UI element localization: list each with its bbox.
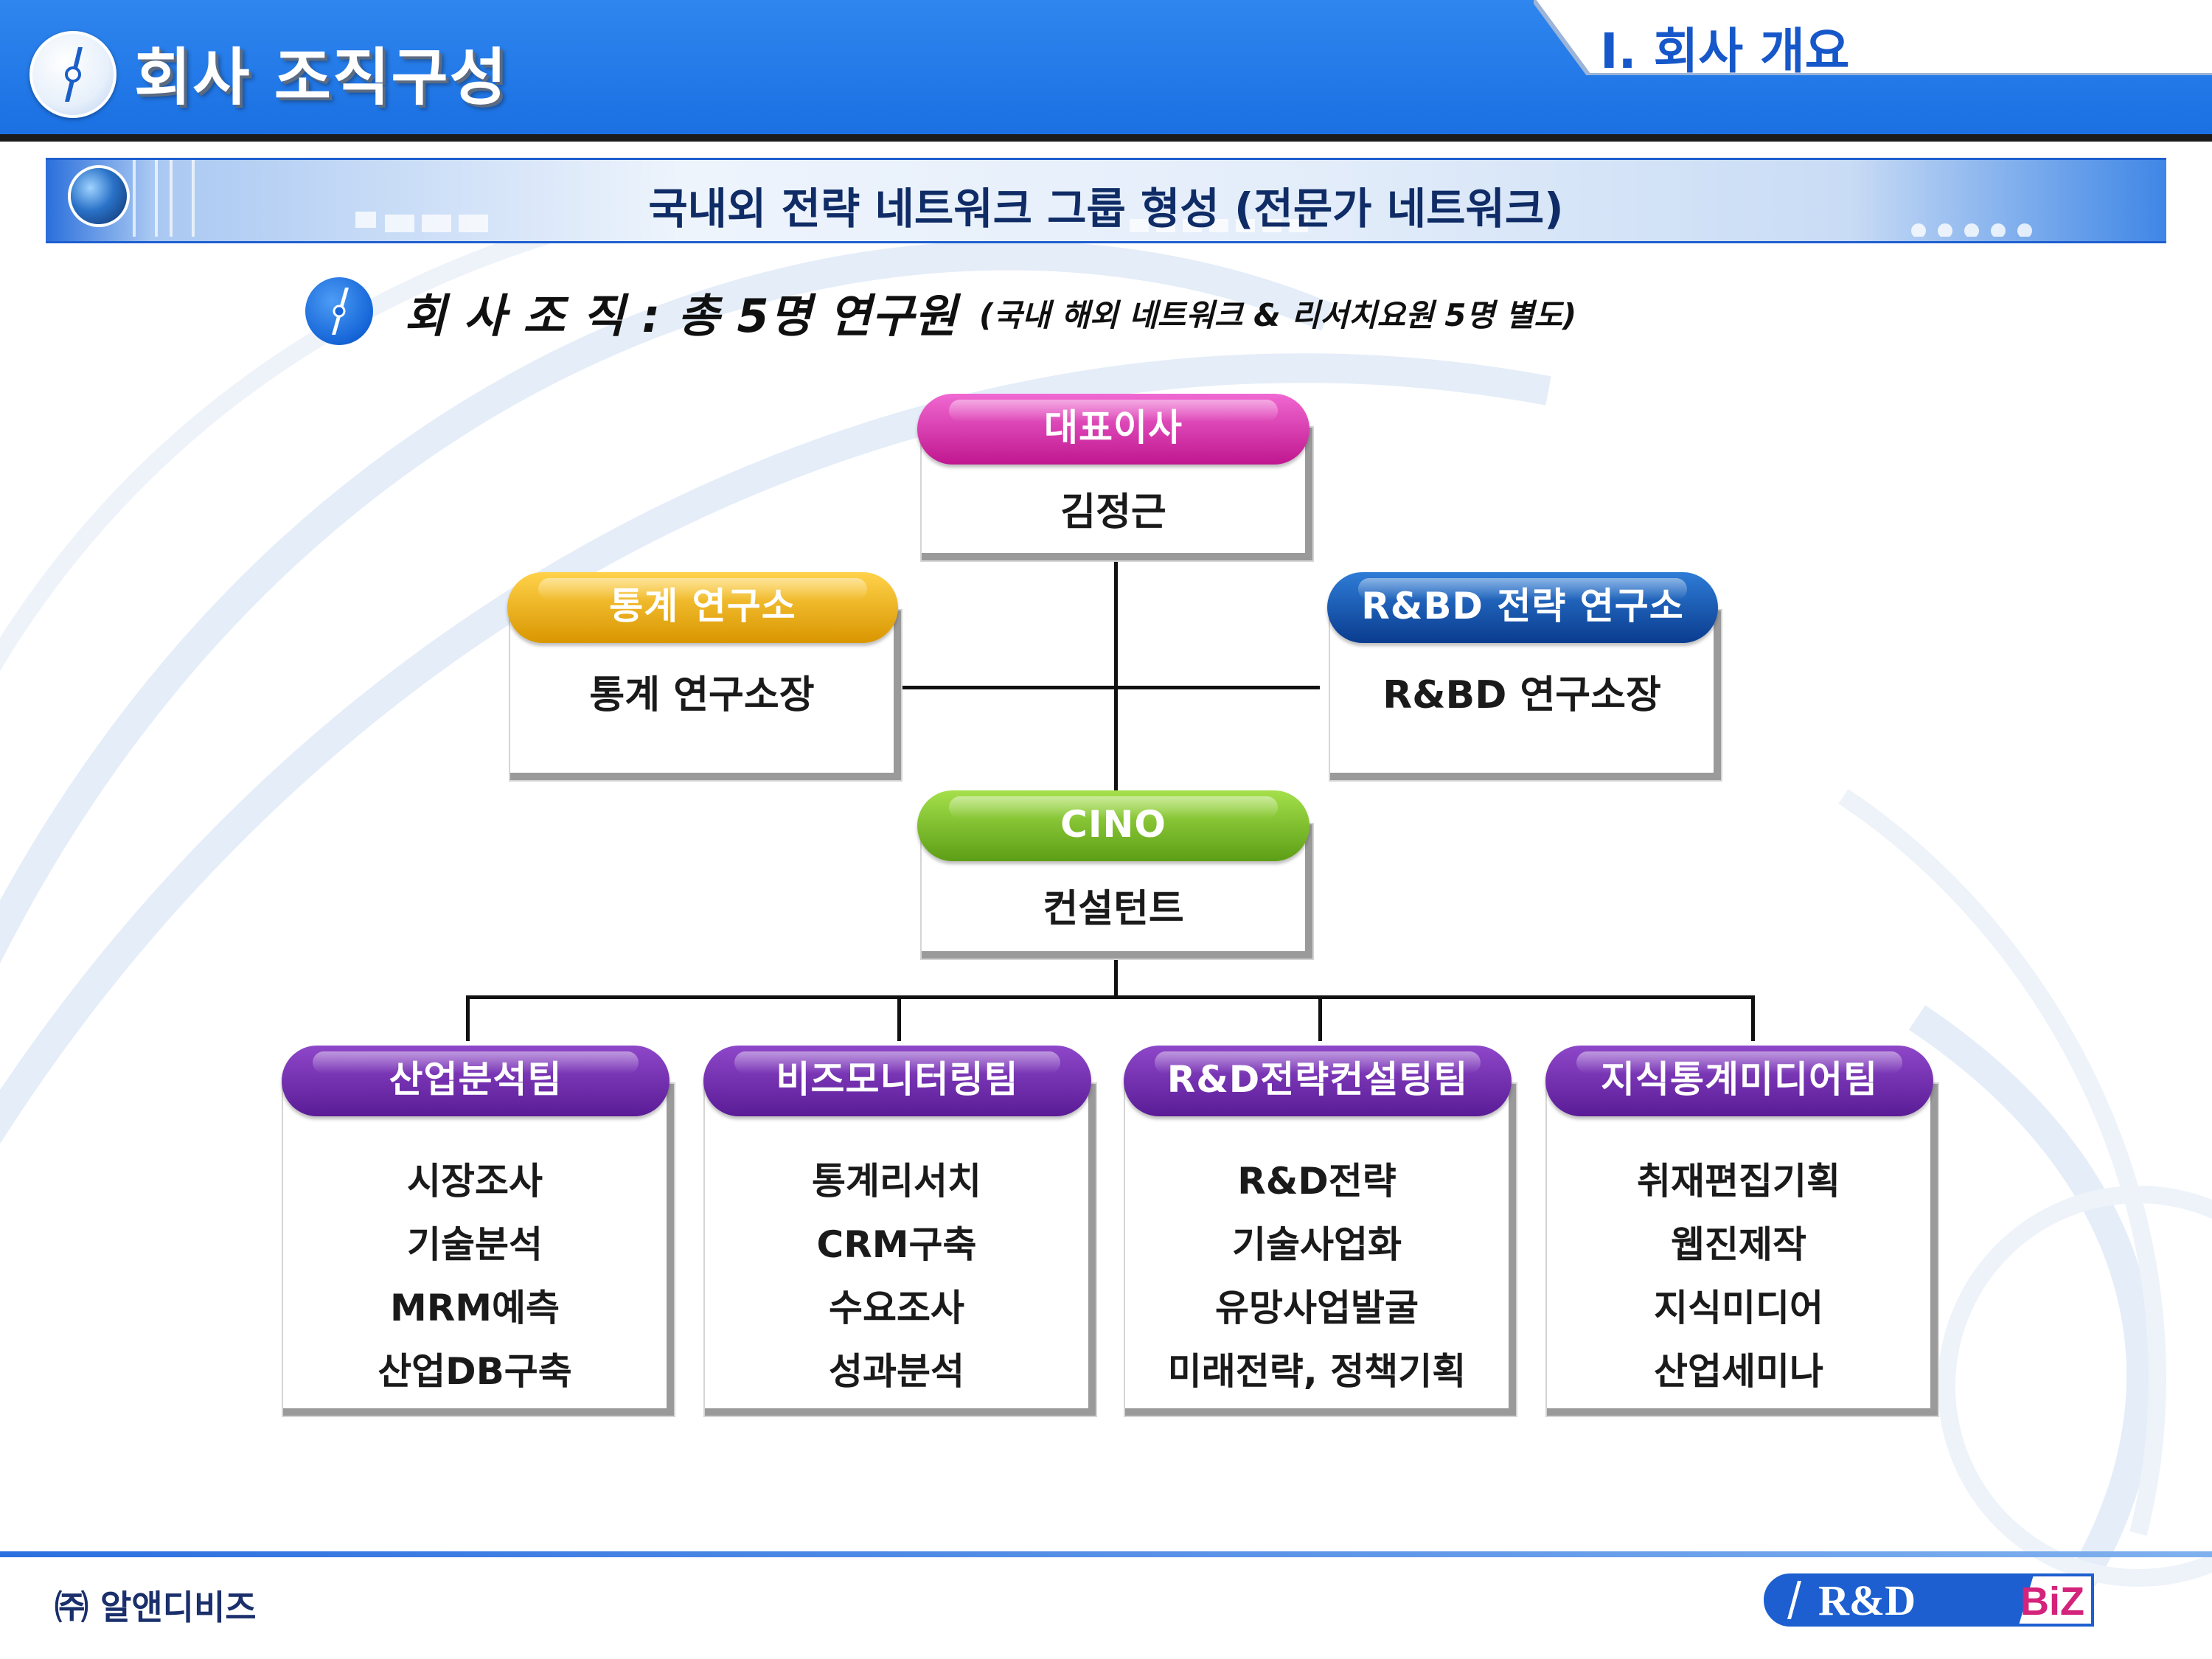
section-label: Ⅰ. 회사 개요 [1600, 23, 1850, 80]
subtitle-banner [46, 158, 2166, 243]
team-3-item-2: 기술사업화 [1232, 1223, 1402, 1266]
connector-team-bus [466, 995, 1755, 999]
team-1-item-3: MRM예측 [389, 1287, 560, 1329]
team-box-1: 시장조사 기술분석 MRM예측 산업DB구축 [283, 1084, 674, 1416]
section-tab [1534, 0, 2212, 75]
team-2-item-1: 통계리서치 [812, 1160, 981, 1203]
header-divider [0, 134, 2212, 142]
page-title: 회사 조직구성 [134, 41, 508, 114]
team-3-label: R&D전략컨설팅팀 [1124, 1046, 1512, 1116]
team-1-item-1: 시장조사 [407, 1160, 543, 1203]
footer-divider [0, 1551, 2212, 1557]
team-1-item-2: 기술분석 [407, 1223, 543, 1266]
team-2-item-2: CRM구축 [816, 1223, 977, 1266]
connector-team-1 [466, 995, 470, 1041]
stat-lab-head: 통계 연구소장 [589, 673, 815, 717]
logo-biz-text: BiZ [2020, 1579, 2084, 1624]
pen-nib-icon [305, 277, 373, 345]
team-box-2: 통계리서치 CRM구축 수요조사 성과분석 [705, 1084, 1096, 1416]
connector-cino-teams [1114, 951, 1118, 997]
team-4-item-1: 취재편집기획 [1637, 1160, 1840, 1203]
rbd-lab-head: R&BD 연구소장 [1382, 673, 1661, 717]
ceo-label: 대표이사 [917, 394, 1310, 465]
team-2-item-4: 성과분석 [829, 1350, 964, 1393]
cino-role: 컨설턴트 [1043, 887, 1184, 931]
globe-icon [71, 168, 127, 224]
connector-ceo-cino [1114, 553, 1118, 796]
team-2-label: 비즈모니터링팀 [703, 1046, 1091, 1116]
connector-team-3 [1318, 995, 1322, 1041]
connector-labs [898, 686, 1320, 689]
logo-rd-text: R&D [1818, 1576, 1916, 1624]
team-4-item-3: 지식미디어 [1654, 1287, 1823, 1329]
ceo-name: 김정근 [1060, 490, 1166, 535]
team-1-label: 산업분석팀 [282, 1046, 669, 1116]
team-3-item-4: 미래전략, 정책기획 [1167, 1350, 1467, 1393]
team-2-item-3: 수요조사 [829, 1287, 964, 1329]
team-3-item-3: 유망사업발굴 [1215, 1287, 1419, 1329]
org-summary: 회 사 조 직 : 총 5명 연구원 [404, 289, 958, 343]
compass-logo-icon [29, 31, 116, 118]
team-4-item-2: 웹진제작 [1671, 1223, 1806, 1266]
org-summary-note: (국내 해외 네트워크 & 리서치요원 5명 별도) [979, 297, 1577, 333]
background-swirl [0, 170, 2212, 1616]
team-4-item-4: 산업세미나 [1654, 1350, 1823, 1393]
team-1-item-4: 산업DB구축 [378, 1350, 572, 1393]
rbd-lab-label: R&BD 전략 연구소 [1327, 572, 1718, 643]
rdbiz-logo: R&D BiZ [1764, 1573, 2094, 1627]
team-3-item-1: R&D전략 [1237, 1160, 1397, 1203]
cino-label: CINO [917, 790, 1310, 861]
team-box-4: 취재편집기획 웹진제작 지식미디어 산업세미나 [1547, 1084, 1938, 1416]
team-box-3: R&D전략 기술사업화 유망사업발굴 미래전략, 정책기획 [1125, 1084, 1516, 1416]
connector-team-2 [897, 995, 901, 1041]
team-4-label: 지식통계미디어팀 [1545, 1046, 1933, 1116]
connector-team-4 [1751, 995, 1755, 1041]
stat-lab-label: 통계 연구소 [507, 572, 898, 643]
banner-text: 국내외 전략 네트워크 그룹 형성 (전문가 네트워크) [648, 184, 1564, 234]
footer-company-name: ㈜ 알앤디비즈 [55, 1587, 257, 1627]
